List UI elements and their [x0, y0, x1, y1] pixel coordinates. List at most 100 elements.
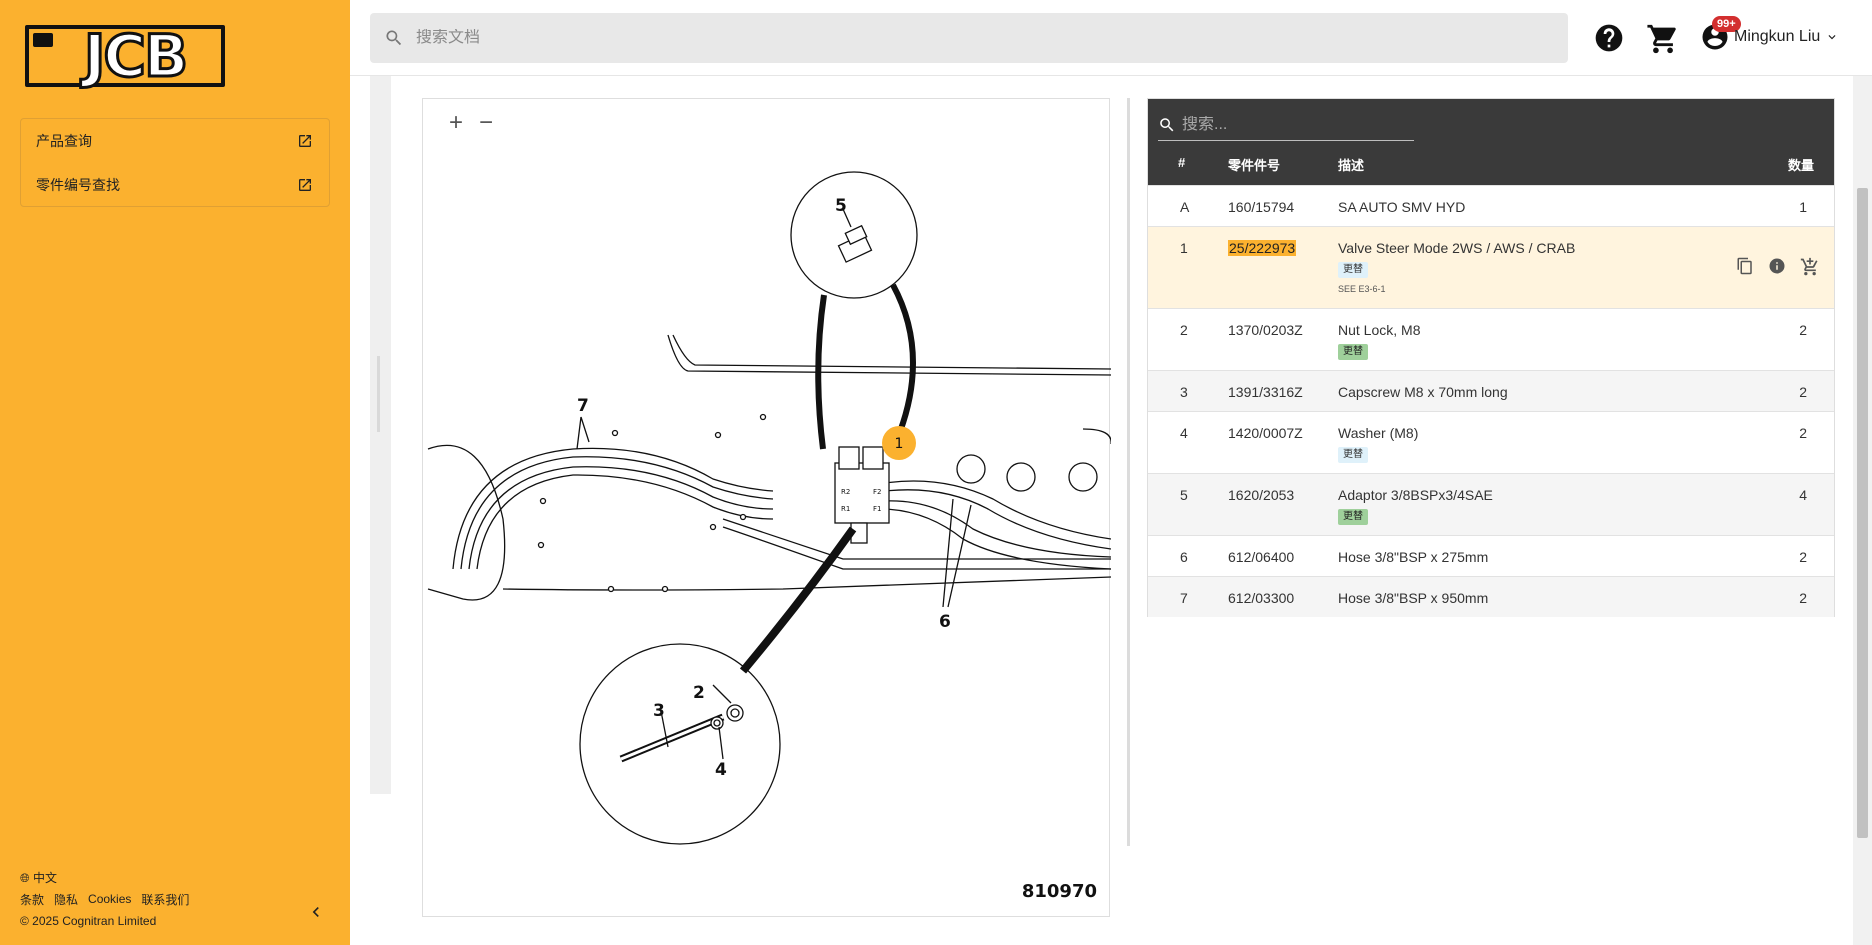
- search-input[interactable]: [416, 29, 1516, 47]
- sidebar-item-label: 零件编号查找: [36, 177, 120, 193]
- exploded-view-drawing[interactable]: R2 F2 R1 F1 5 7 6 2: [423, 99, 1111, 859]
- sidebar-footer: 🌐︎ 中文 条款 隐私 Cookies 联系我们 © 2025 Cognitra…: [20, 866, 189, 932]
- search-icon: [386, 30, 402, 46]
- replacement-tag: 更替: [1338, 344, 1368, 360]
- row-part-number: 1391/3316Z: [1228, 384, 1303, 400]
- row-part-number: 25/222973: [1228, 240, 1297, 256]
- port-label-r1: R1: [841, 505, 850, 513]
- row-description: Hose 3/8"BSP x 950mm: [1338, 590, 1489, 606]
- scrollbar-thumb[interactable]: [1857, 188, 1868, 838]
- terms-link[interactable]: 条款: [20, 892, 45, 907]
- chevron-down-icon: [1828, 34, 1836, 40]
- cart-icon[interactable]: [1646, 22, 1680, 56]
- row-hash: 7: [1180, 590, 1188, 606]
- port-label-f2: F2: [873, 488, 881, 496]
- callout-3: 3: [653, 701, 665, 721]
- document-search[interactable]: [370, 13, 1568, 63]
- parts-search-input[interactable]: [1182, 115, 1402, 134]
- contact-link[interactable]: 联系我们: [141, 892, 190, 907]
- info-icon[interactable]: [1768, 257, 1786, 275]
- table-row[interactable]: 7 612/03300 Hose 3/8"BSP x 950mm 2: [1148, 576, 1834, 617]
- sidebar: JCB 产品查询 零件编号查找 🌐︎ 中文 条款 隐私 Cookies 联系我们…: [0, 0, 350, 945]
- row-quantity: 2: [1799, 590, 1807, 606]
- panel-splitter[interactable]: [1127, 98, 1130, 846]
- privacy-link[interactable]: 隐私: [54, 892, 79, 907]
- zoom-out-button[interactable]: −: [478, 109, 493, 136]
- row-quantity: 2: [1799, 384, 1807, 400]
- callout-7: 7: [577, 396, 589, 416]
- jcb-digger-icon: [33, 33, 53, 47]
- language-label: 中文: [32, 870, 57, 885]
- row-description: SA AUTO SMV HYD: [1338, 199, 1466, 215]
- copy-icon[interactable]: [1736, 257, 1754, 275]
- row-description: Valve Steer Mode 2WS / AWS / CRAB: [1338, 240, 1576, 256]
- zoom-in-button[interactable]: +: [448, 109, 463, 136]
- external-link-icon: [299, 179, 311, 191]
- parts-search[interactable]: [1158, 109, 1414, 141]
- row-quantity: 2: [1799, 425, 1807, 441]
- external-link-icon: [299, 135, 311, 147]
- resize-handle[interactable]: [377, 356, 380, 432]
- callout-6: 6: [939, 612, 951, 632]
- row-description: Hose 3/8"BSP x 275mm: [1338, 549, 1489, 565]
- add-to-cart-icon[interactable]: [1800, 257, 1820, 277]
- sidebar-item-label: 产品查询: [36, 133, 92, 149]
- row-part-number: 1620/2053: [1228, 487, 1295, 503]
- table-row[interactable]: 3 1391/3316Z Capscrew M8 x 70mm long 2: [1148, 370, 1834, 411]
- row-hash: 2: [1180, 322, 1188, 338]
- help-icon[interactable]: [1593, 22, 1625, 54]
- cookies-link[interactable]: Cookies: [88, 892, 132, 906]
- logo-text: JCB: [82, 22, 189, 90]
- row-hash: A: [1180, 199, 1190, 215]
- table-row[interactable]: 4 1420/0007Z Washer (M8) 更替 2: [1148, 411, 1834, 473]
- table-row[interactable]: 6 612/06400 Hose 3/8"BSP x 275mm 2: [1148, 535, 1834, 576]
- parts-list-header: # 零件件号 描述 数量: [1148, 99, 1834, 185]
- globe-icon: 🌐︎: [20, 870, 30, 885]
- top-header: 99+ Mingkun Liu: [350, 0, 1872, 76]
- callout-2: 2: [693, 683, 705, 703]
- collapse-sidebar-icon[interactable]: [306, 900, 326, 924]
- row-quantity: 2: [1799, 549, 1807, 565]
- left-panel-strip: [370, 76, 391, 794]
- row-quantity: 4: [1799, 487, 1807, 503]
- row-quantity: 2: [1799, 322, 1807, 338]
- replacement-tag: 更替: [1338, 509, 1368, 525]
- row-hash: 1: [1180, 240, 1188, 256]
- table-row[interactable]: 5 1620/2053 Adaptor 3/8BSPx3/4SAE 更替 4: [1148, 473, 1834, 535]
- port-label-r2: R2: [841, 488, 850, 496]
- see-reference: SEE E3-6-1: [1338, 284, 1386, 294]
- callout-1: 1: [895, 436, 904, 452]
- callout-4: 4: [715, 760, 727, 780]
- col-header-part-number[interactable]: 零件件号: [1228, 158, 1281, 173]
- parts-diagram-panel: + − R2 F2 R1 F1: [422, 98, 1111, 917]
- row-hash: 3: [1180, 384, 1188, 400]
- table-row[interactable]: 2 1370/0203Z Nut Lock, M8 更替 2: [1148, 308, 1834, 370]
- user-name: Mingkun Liu: [1734, 28, 1821, 45]
- replacement-tag: 更替: [1338, 447, 1368, 463]
- user-menu[interactable]: Mingkun Liu: [1734, 28, 1839, 46]
- row-part-number: 1370/0203Z: [1228, 322, 1303, 338]
- row-part-number: 612/06400: [1228, 549, 1295, 565]
- table-row-selected[interactable]: 1 25/222973 Valve Steer Mode 2WS / AWS /…: [1148, 226, 1834, 308]
- jcb-logo[interactable]: JCB: [25, 25, 225, 87]
- sidebar-item-part-number-lookup[interactable]: 零件编号查找: [21, 163, 329, 207]
- sidebar-item-product-search[interactable]: 产品查询: [21, 119, 329, 163]
- table-row[interactable]: A 160/15794 SA AUTO SMV HYD 1: [1148, 185, 1834, 226]
- language-selector[interactable]: 🌐︎ 中文: [20, 869, 57, 886]
- parts-list: # 零件件号 描述 数量 A 160/15794 SA AUTO SMV HYD…: [1147, 98, 1835, 617]
- row-description: Washer (M8): [1338, 425, 1419, 441]
- search-icon: [1160, 117, 1174, 131]
- row-description: Nut Lock, M8: [1338, 322, 1421, 338]
- row-hash: 6: [1180, 549, 1188, 565]
- col-header-quantity[interactable]: 数量: [1787, 158, 1814, 173]
- row-hash: 5: [1180, 487, 1188, 503]
- callout-5: 5: [835, 196, 847, 216]
- port-label-f1: F1: [873, 505, 881, 513]
- copyright: © 2025 Cognitran Limited: [20, 914, 157, 928]
- row-part-number: 1420/0007Z: [1228, 425, 1303, 441]
- col-header-description[interactable]: 描述: [1338, 158, 1365, 173]
- row-description: Capscrew M8 x 70mm long: [1338, 384, 1508, 400]
- replacement-tag: 更替: [1338, 262, 1368, 278]
- col-header-hash[interactable]: #: [1178, 155, 1186, 170]
- page-scrollbar[interactable]: [1853, 76, 1872, 945]
